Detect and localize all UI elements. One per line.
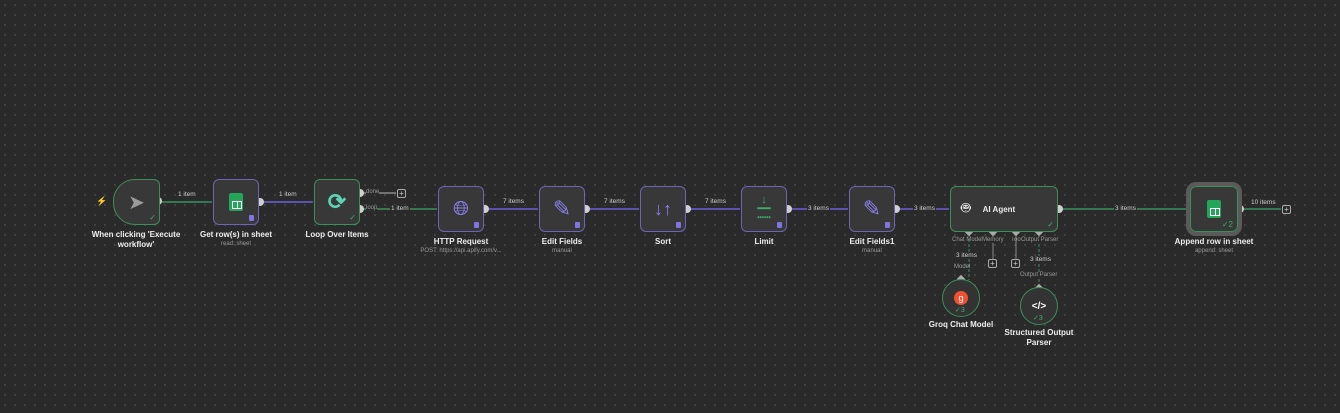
success-check-icon: ✓	[349, 213, 356, 222]
node-label: Groq Chat Model	[928, 320, 994, 329]
node-label: When clicking 'Execute workflow'	[91, 230, 181, 249]
node-subtitle: read: sheet	[220, 241, 252, 247]
node-append-row[interactable]: ✓2	[1186, 182, 1242, 236]
node-label: Loop Over Items	[305, 230, 369, 239]
node-label: HTTP Request	[433, 237, 489, 246]
node-subtitle: POST: https://api.apify.com/v...	[420, 248, 502, 254]
edge-label: 3 items	[913, 205, 936, 212]
groq-logo-icon: g	[954, 291, 968, 305]
edge-label: 3 items	[1029, 256, 1052, 263]
cursor-icon: ➤	[128, 191, 145, 214]
node-label: Get row(s) in sheet	[199, 230, 272, 239]
node-get-rows[interactable]	[213, 179, 259, 225]
edge-label: 1 item	[390, 205, 410, 212]
edge-label: 7 items	[502, 198, 525, 205]
edge-label: 3 items	[807, 205, 830, 212]
node-ai-agent[interactable]: 🤖︎ AI Agent ✓	[950, 186, 1058, 232]
pin-icon	[777, 222, 782, 228]
node-edit-fields[interactable]: ✎	[539, 186, 585, 232]
success-check-icon: ✓	[1047, 220, 1054, 229]
google-sheets-icon	[1207, 200, 1221, 218]
node-label: Edit Fields	[541, 237, 583, 246]
port-tool: Tool	[1011, 237, 1023, 243]
output-done-label: done	[366, 189, 380, 195]
node-subtitle: manual	[862, 248, 882, 254]
edge-label: 3 items	[1114, 205, 1137, 212]
run-count: ✓3	[1033, 315, 1043, 322]
node-label: Limit	[754, 237, 774, 246]
pin-icon	[676, 222, 681, 228]
pin-icon	[575, 222, 580, 228]
node-label: Structured Output Parser	[1004, 328, 1074, 347]
sort-arrows-icon: ↓↑	[654, 198, 672, 219]
node-label: Append row in sheet	[1174, 237, 1254, 246]
edge-label: 7 items	[704, 198, 727, 205]
loop-icon: ⟳	[327, 189, 347, 214]
pin-icon	[474, 222, 479, 228]
pencil-icon: ✎	[862, 196, 882, 221]
pencil-icon: ✎	[552, 196, 572, 221]
success-check-icon: ✓	[149, 213, 156, 222]
node-label: Sort	[655, 237, 671, 246]
output-loop-label: loop	[366, 205, 378, 211]
port-chat-model: Chat Model	[952, 237, 983, 243]
node-http-request[interactable]: 🌐︎	[438, 186, 484, 232]
node-label: Edit Fields1	[849, 237, 895, 246]
node-manual-trigger[interactable]: ➤ ✓	[113, 179, 160, 225]
port-memory: Memory	[982, 237, 1004, 243]
node-subtitle: manual	[552, 248, 572, 254]
node-sort[interactable]: ↓↑	[640, 186, 686, 232]
run-count: ✓2	[1221, 220, 1233, 229]
pin-icon	[885, 222, 890, 228]
edge-label: 10 items	[1250, 199, 1277, 206]
add-tool-button[interactable]: +	[1011, 259, 1020, 268]
port-output-parser: Output Parser	[1021, 237, 1059, 243]
node-edit-fields1[interactable]: ✎	[849, 186, 895, 232]
port-output-parser-in: Output Parser	[1020, 272, 1058, 278]
node-loop-over-items[interactable]: ⟳ ✓	[314, 179, 360, 225]
trigger-bolt-icon: ⚡	[96, 196, 108, 206]
port-model: Model	[954, 264, 971, 270]
edge-label: 1 item	[278, 191, 298, 198]
node-label: AI Agent	[982, 204, 1016, 214]
add-memory-button[interactable]: +	[988, 259, 997, 268]
code-icon: </>	[1031, 300, 1047, 312]
node-limit[interactable]: ↓━━┅┅	[741, 186, 787, 232]
pin-icon	[249, 215, 254, 221]
add-node-button[interactable]: +	[397, 189, 406, 198]
add-node-button[interactable]: +	[1282, 205, 1291, 214]
edge-label: 7 items	[603, 198, 626, 205]
node-groq-chat-model[interactable]: g ✓3	[942, 279, 980, 317]
edge-label: 3 items	[955, 252, 978, 259]
google-sheets-icon	[229, 193, 243, 211]
robot-icon: 🤖︎	[961, 200, 971, 217]
edge-label: 1 item	[177, 191, 197, 198]
node-structured-output-parser[interactable]: </> ✓3	[1020, 287, 1058, 325]
globe-icon: 🌐︎	[453, 197, 469, 220]
run-count: ✓3	[955, 307, 965, 314]
node-subtitle: append: sheet	[1194, 248, 1234, 254]
limit-icon: ↓━━┅┅	[757, 193, 771, 224]
